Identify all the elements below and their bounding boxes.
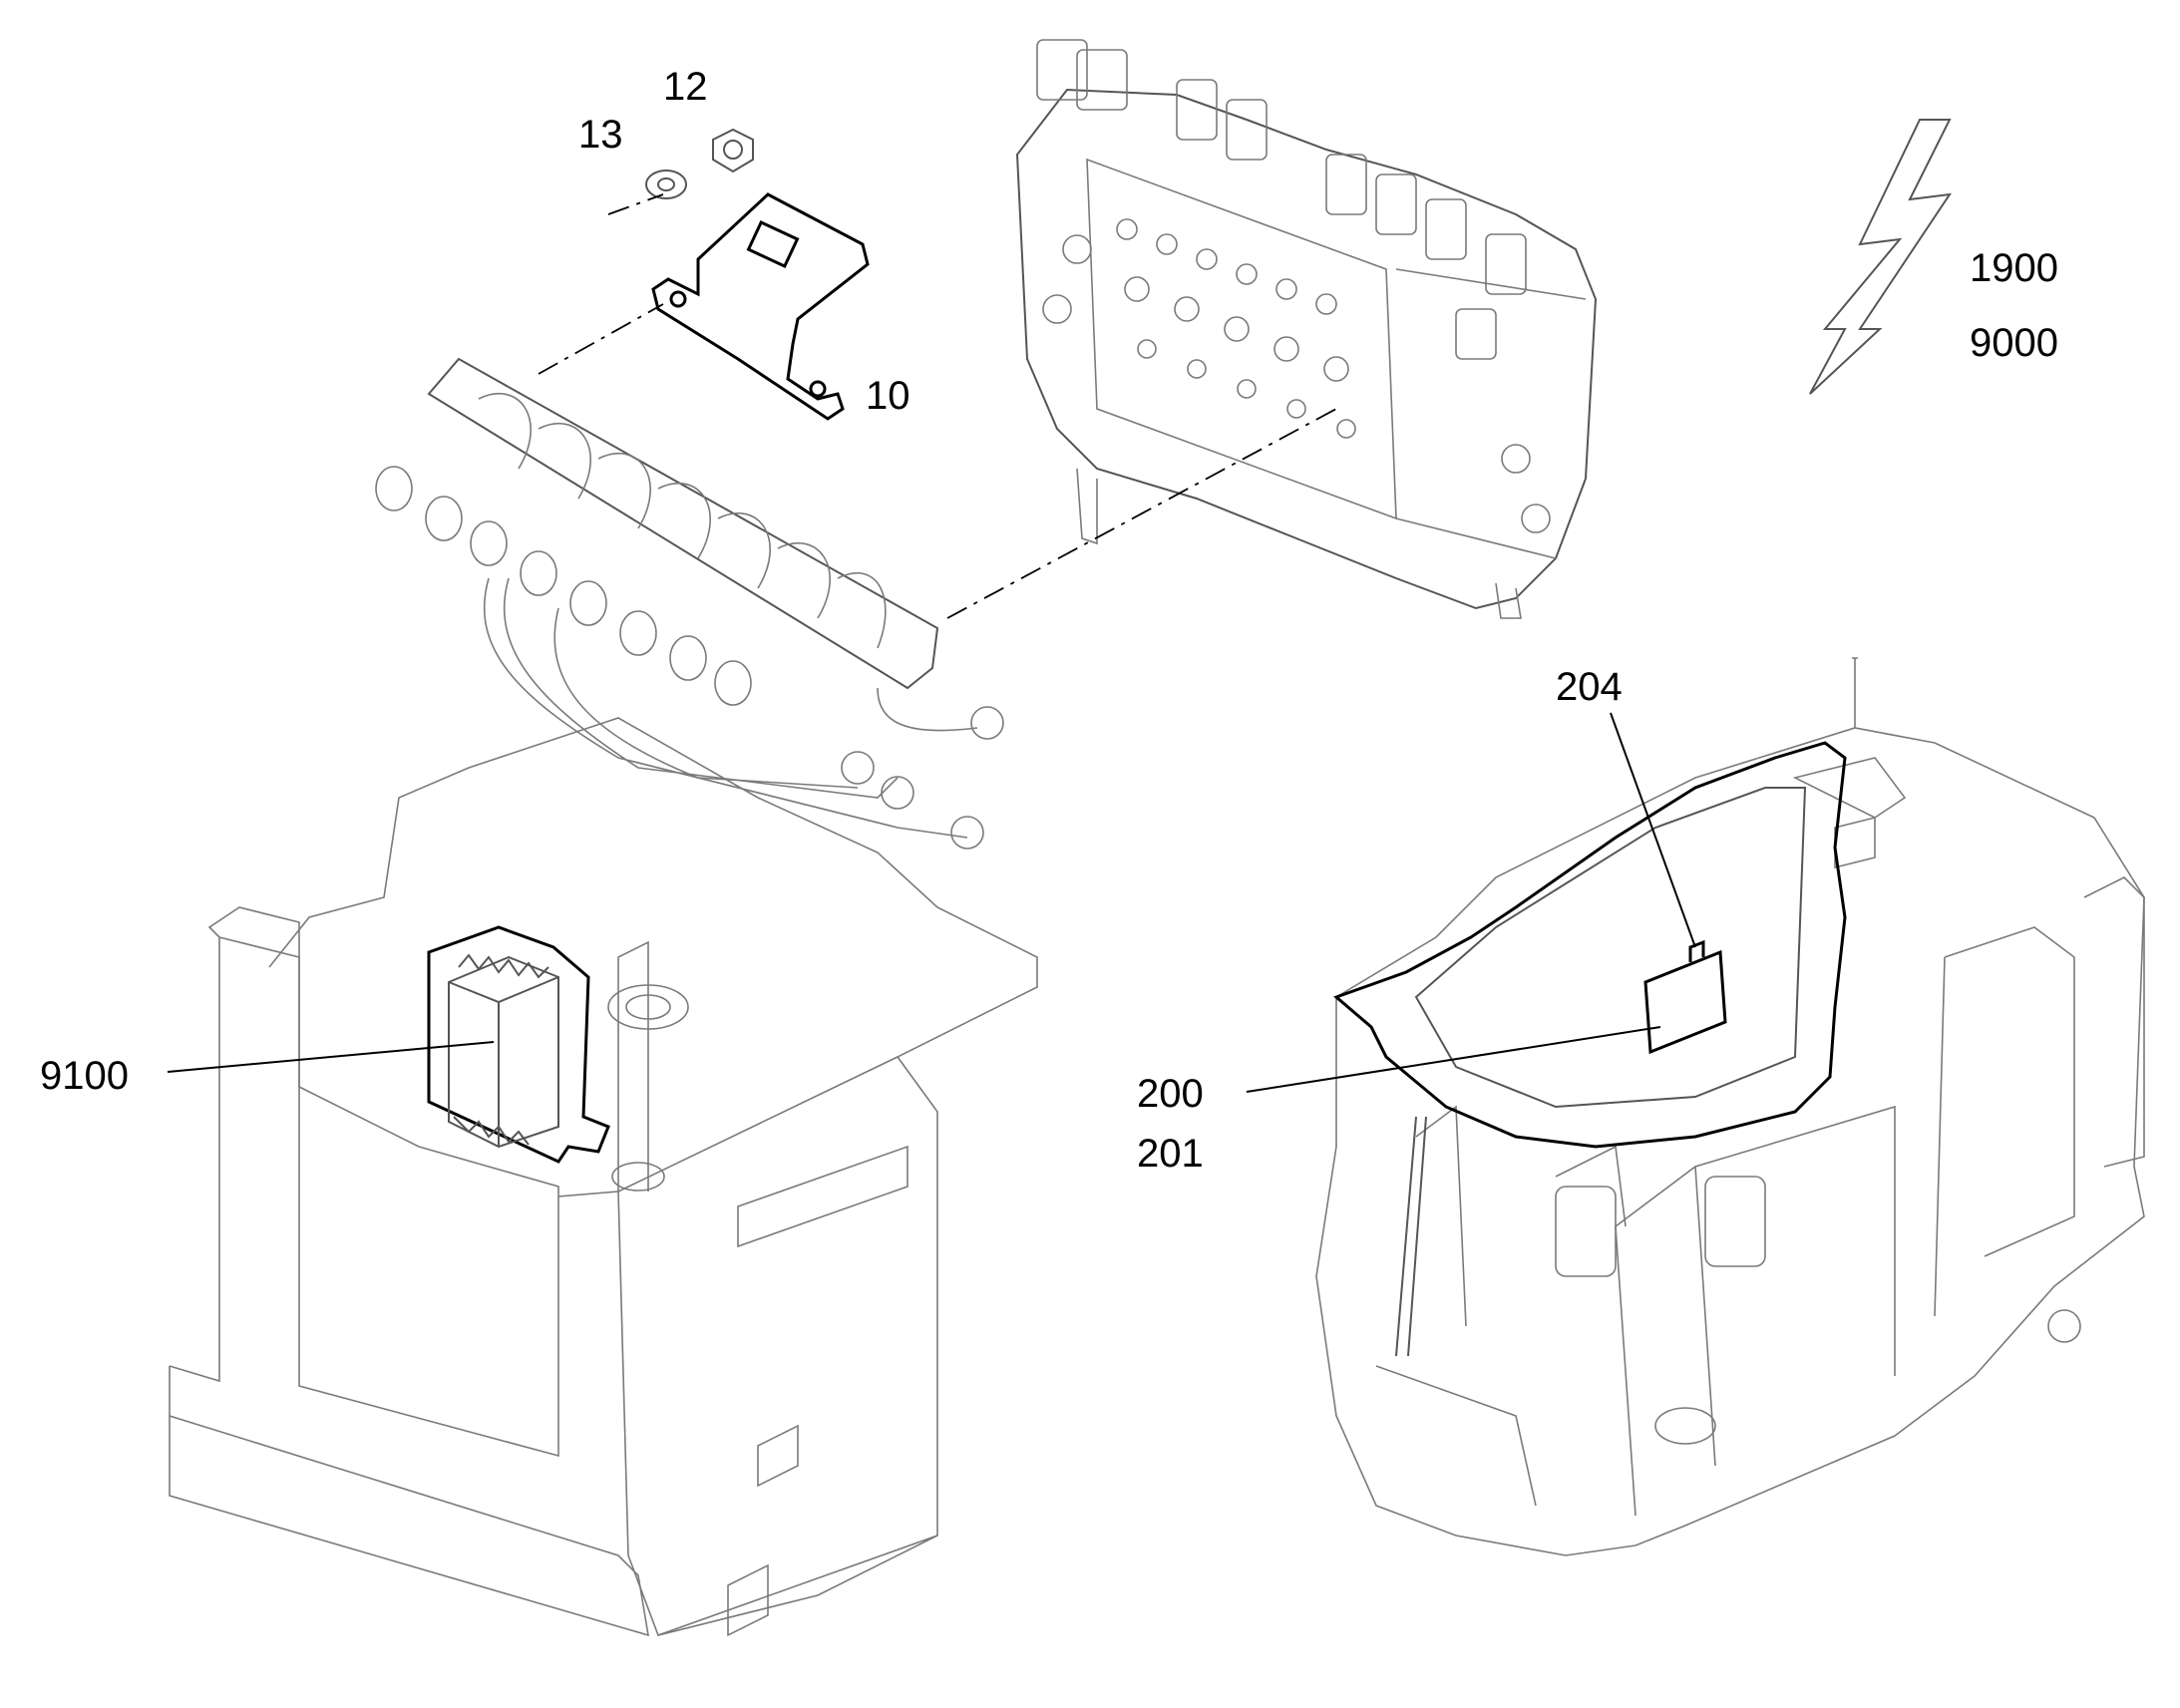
assembly-line-valve [946,408,1337,619]
callout-9000: 9000 [1970,321,2058,365]
leader-204 [1610,712,1696,948]
washer [645,170,687,199]
relay-module [427,925,610,1164]
mounting-bracket [651,192,870,421]
callout-12: 12 [663,65,708,109]
callout-1900: 1900 [1970,246,2058,290]
control-valve-assembly [1015,39,1598,619]
pipe-manifold [375,357,1004,850]
callout-201: 201 [1137,1132,1204,1176]
callout-9100: 9100 [40,1054,129,1098]
tank-frame [169,717,1038,1637]
assembly-line-washer [607,193,664,215]
callout-200: 200 [1137,1072,1204,1116]
lightning-bolt-icon [1809,119,1953,395]
callout-204: 204 [1556,665,1623,709]
assembly-line-manifold [538,303,664,375]
leader-9100 [167,1041,495,1073]
callout-10: 10 [866,374,910,418]
callout-13: 13 [578,113,623,157]
leader-200 [1246,1026,1661,1093]
operator-cab [1315,657,2145,1556]
nut [712,128,754,173]
